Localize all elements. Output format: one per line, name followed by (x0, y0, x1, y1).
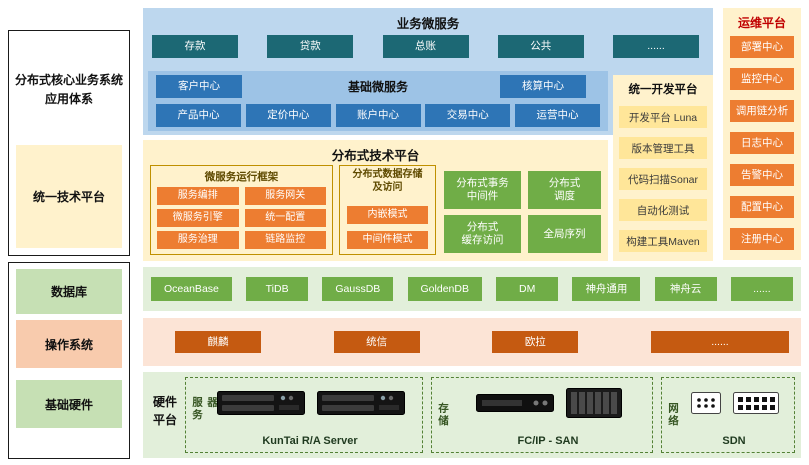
business-service-box: 公共 (497, 35, 584, 58)
network-section-label: 网络 (667, 402, 679, 428)
data-storage-modes: 内嵌模式 中间件模式 (347, 206, 428, 249)
basic-service-box: 定价中心 (245, 104, 331, 127)
ops-center-box: 部署中心 (730, 36, 794, 58)
application-system-group: 分布式核心业务系统 应用体系 统一技术平台 (8, 30, 130, 256)
runtime-framework-grid: 服务编排 服务网关 微服务引擎 统一配置 服务治理 链路监控 (157, 187, 326, 249)
business-microservices-title: 业务微服务 (396, 17, 460, 31)
database-product-box: DM (496, 277, 559, 301)
basic-service-box: 交易中心 (425, 104, 511, 127)
database-product-box: GaussDB (322, 277, 394, 301)
disk-array-icon (566, 388, 622, 418)
ops-center-box: 日志中心 (730, 132, 794, 154)
basic-service-box: 客户中心 (156, 75, 242, 98)
framework-capability-box: 统一配置 (244, 209, 326, 227)
database-product-box: TiDB (246, 277, 309, 301)
storage-section-label: 存储 (437, 402, 449, 428)
network-section: 网络 SDN (661, 377, 795, 453)
tech-capability-box: 全局序列 (528, 215, 601, 253)
basic-services-row: 产品中心 定价中心 账户中心 交易中心 运营中心 (156, 104, 600, 127)
dev-tool-box: 自动化测试 (619, 199, 707, 221)
database-product-box: 神舟通用 (572, 277, 641, 301)
storage-mode-box: 内嵌模式 (347, 206, 428, 224)
database-product-box: 神舟云 (654, 277, 717, 301)
storage-images (450, 385, 648, 421)
storage-unit-icon (476, 394, 554, 412)
database-products-row: OceanBase TiDB GaussDB GoldenDB DM 神舟通用 … (143, 267, 801, 311)
distributed-tech-platform-title: 分布式技术平台 (331, 149, 420, 163)
business-service-box: 总账 (382, 35, 469, 58)
business-service-box: 存款 (152, 35, 238, 58)
ops-center-box: 配置中心 (730, 196, 794, 218)
framework-capability-box: 微服务引擎 (157, 209, 239, 227)
basic-service-box: 账户中心 (335, 104, 421, 127)
hardware-platform-label: 硬件平台 (152, 395, 177, 427)
framework-capability-box: 服务治理 (157, 231, 239, 249)
server-section: 服务器 KunTai R/A Server (185, 377, 423, 453)
ops-center-box: 告警中心 (730, 164, 794, 186)
tech-capability-box: 分布式事务 中间件 (444, 171, 521, 209)
storage-caption: FC/IP - SAN (517, 435, 579, 447)
os-product-box: 欧拉 (492, 331, 579, 353)
os-layer-label: 操作系统 (16, 320, 122, 368)
dev-tools-list: 开发平台 Luna 版本管理工具 代码扫描Sonar 自动化测试 构建工具Mav… (619, 106, 707, 252)
server-images (204, 385, 418, 421)
ops-centers-list: 部署中心 监控中心 调用链分析 日志中心 告警中心 配置中心 注册中心 (730, 36, 794, 250)
port-panel-icon (691, 392, 721, 414)
microservice-runtime-framework: 微服务运行框架 服务编排 服务网关 微服务引擎 统一配置 服务治理 链路监控 (150, 165, 333, 255)
network-caption: SDN (722, 435, 746, 447)
os-product-box: 麒麟 (175, 331, 261, 353)
dev-tool-box: 代码扫描Sonar (619, 168, 707, 190)
os-product-box: ...... (650, 331, 789, 353)
database-product-box: ...... (730, 277, 793, 301)
ops-platform-section: 运维平台 部署中心 监控中心 调用链分析 日志中心 告警中心 配置中心 注册中心 (723, 8, 801, 260)
basic-service-box: 核算中心 (500, 75, 586, 98)
server-icon (317, 391, 405, 415)
server-caption: KunTai R/A Server (262, 435, 358, 447)
infrastructure-group: 数据库 操作系统 基础硬件 (8, 262, 130, 459)
database-layer-label: 数据库 (16, 269, 122, 314)
basic-service-box: 产品中心 (156, 104, 241, 127)
application-system-label: 分布式核心业务系统 应用体系 (14, 73, 123, 106)
dev-tool-box: 构建工具Maven (619, 230, 707, 252)
tech-capability-box: 分布式 缓存访问 (444, 215, 521, 253)
business-service-box: 贷款 (267, 35, 354, 58)
server-section-label: 服务器 (191, 396, 218, 422)
framework-capability-box: 链路监控 (244, 231, 326, 249)
basic-service-box: 运营中心 (515, 104, 600, 127)
ops-center-box: 监控中心 (730, 68, 794, 90)
business-services-row: 存款 贷款 总账 公共 ...... (152, 35, 699, 58)
storage-mode-box: 中间件模式 (347, 231, 428, 249)
network-images (680, 385, 790, 421)
os-product-box: 统信 (333, 331, 420, 353)
dev-platform-title: 统一开发平台 (628, 84, 698, 96)
runtime-framework-title: 微服务运行框架 (204, 171, 279, 183)
hardware-platform-section: 硬件平台 服务器 KunTai R/A Se (143, 372, 801, 458)
unified-tech-platform-label: 统一技术平台 (16, 145, 122, 248)
ops-center-box: 调用链分析 (730, 100, 794, 122)
basic-microservices-section: 基础微服务 客户中心 核算中心 产品中心 定价中心 账户中心 交易中心 运营中心 (148, 71, 608, 131)
ops-platform-title: 运维平台 (737, 16, 786, 30)
data-storage-title: 分布式数据存储 及访问 (352, 169, 423, 193)
database-product-box: GoldenDB (407, 277, 482, 301)
tech-capability-box: 分布式 调度 (528, 171, 601, 209)
framework-capability-box: 服务编排 (157, 187, 239, 205)
server-icon (217, 391, 305, 415)
switch-icon (733, 392, 779, 414)
ops-center-box: 注册中心 (730, 228, 794, 250)
distributed-tech-platform-section: 分布式技术平台 微服务运行框架 服务编排 服务网关 微服务引擎 统一配置 服务治… (143, 140, 608, 261)
basic-microservices-title: 基础微服务 (347, 80, 408, 94)
storage-section: 存储 FC/IP - SAN (431, 377, 653, 453)
business-service-box: ...... (613, 35, 699, 58)
unified-dev-platform-section: 统一开发平台 开发平台 Luna 版本管理工具 代码扫描Sonar 自动化测试 … (613, 75, 713, 261)
distributed-data-storage-box: 分布式数据存储 及访问 内嵌模式 中间件模式 (339, 165, 436, 255)
os-products-row: 麒麟 统信 欧拉 ...... (143, 318, 801, 366)
framework-capability-box: 服务网关 (244, 187, 326, 205)
hardware-layer-label: 基础硬件 (16, 380, 122, 428)
business-microservices-section: 业务微服务 存款 贷款 总账 公共 ...... 基础微服务 客户中心 核算中心… (143, 8, 713, 135)
database-product-box: OceanBase (151, 277, 232, 301)
dev-tool-box: 版本管理工具 (619, 137, 707, 159)
dev-tool-box: 开发平台 Luna (619, 106, 707, 128)
